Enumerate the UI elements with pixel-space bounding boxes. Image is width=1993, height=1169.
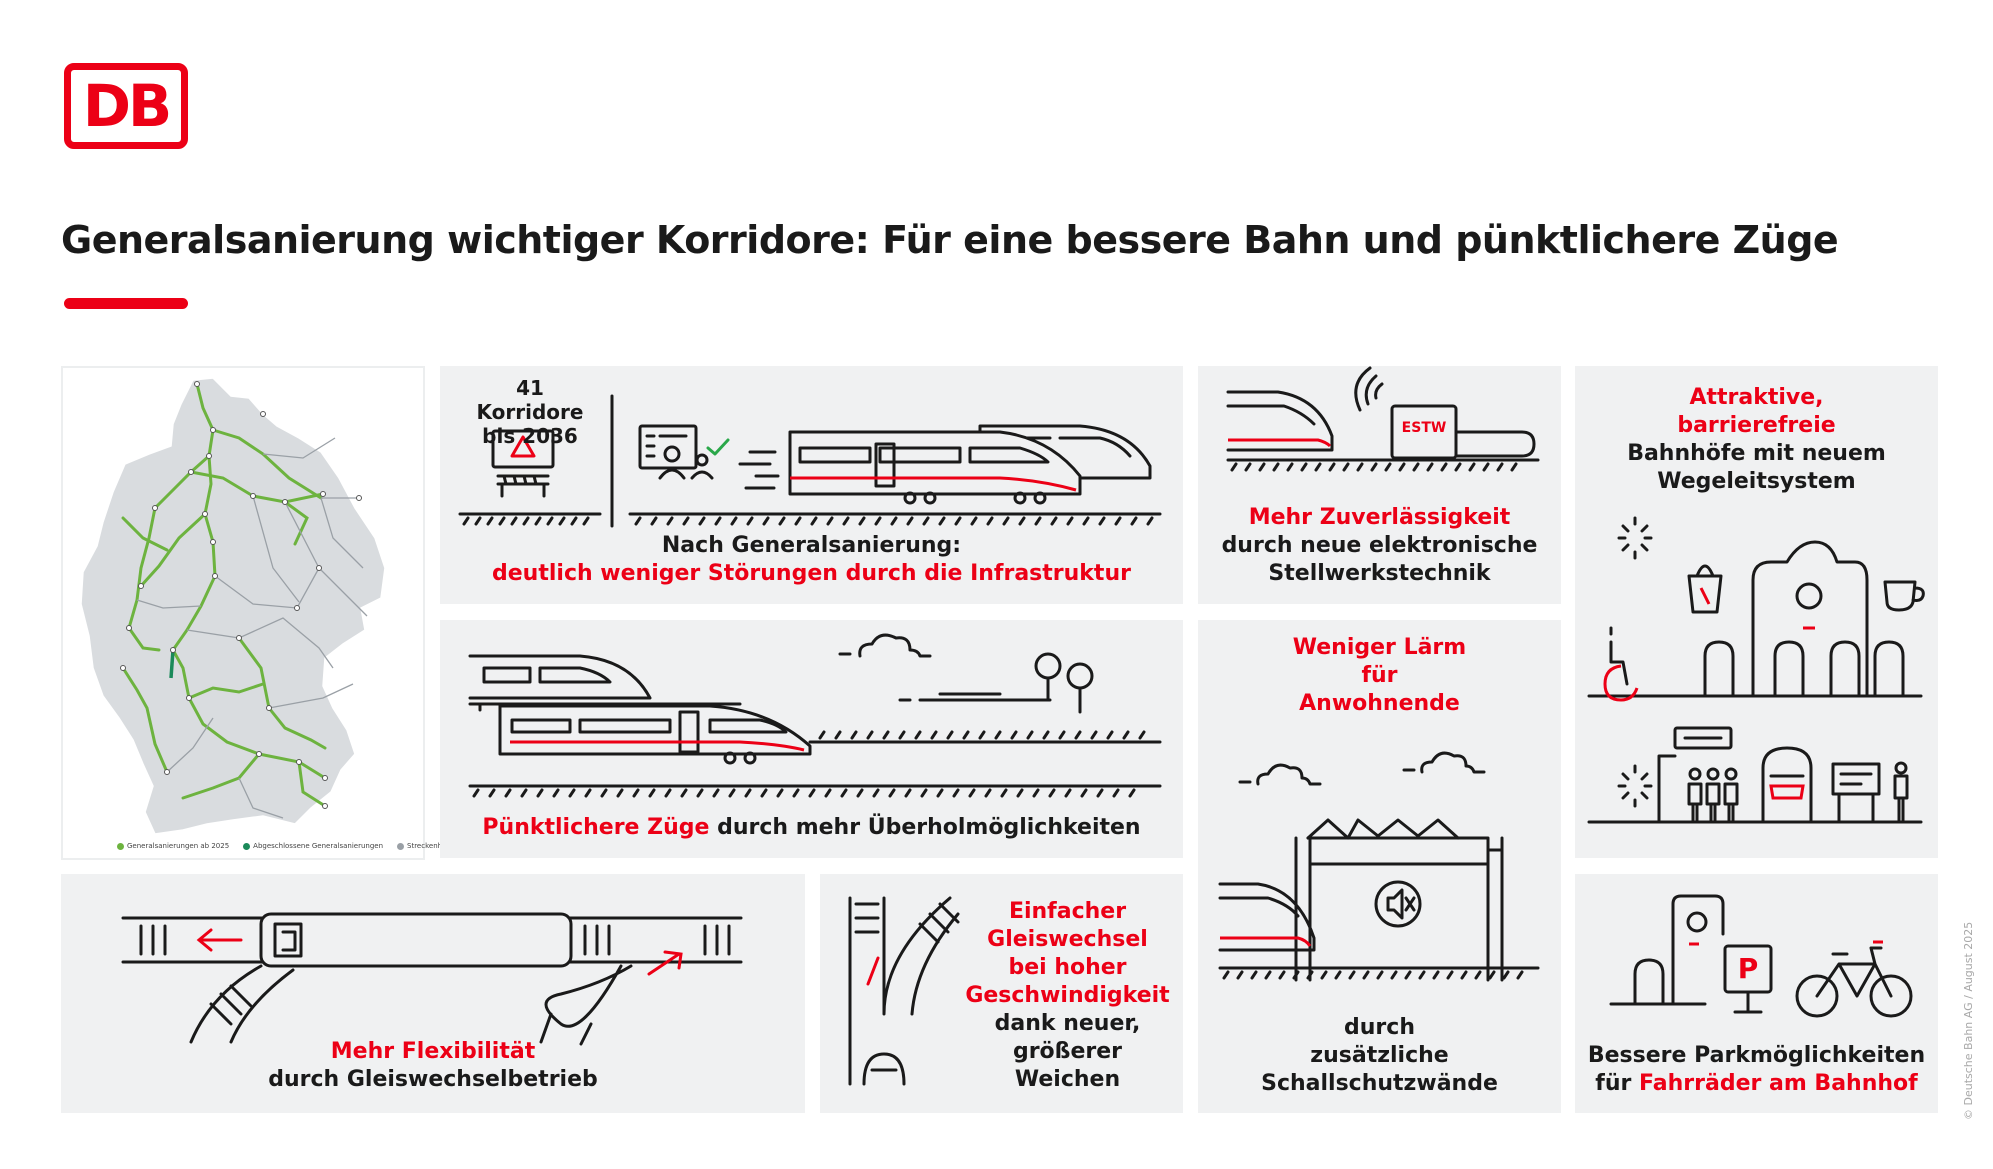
corridor-illustration: [458, 394, 1162, 528]
noise-caption-top: Weniger Lärm für Anwohnende: [1292, 635, 1467, 716]
stations-illustration: [1587, 516, 1925, 824]
panel-noise: Weniger Lärm für Anwohnende durch zusätz…: [1198, 620, 1561, 1113]
panel-corridors: 41 Korridore bis 2036 Nach Generalsanier…: [440, 366, 1183, 604]
parking-caption: Bessere Parkmöglichkeiten für Fahrräder …: [1587, 1043, 1926, 1096]
stations-caption: Attraktive, barrierefreie Bahnhöfe mit n…: [1627, 385, 1886, 494]
corridor-count: 41 Korridore bis 2036: [476, 376, 584, 448]
germany-map-graphic: [80, 377, 386, 835]
panel-parking: P Bessere Parkmöglichkeiten für Fahrräde…: [1575, 874, 1938, 1113]
map-legend: Generalsanierungen ab 2025 Abgeschlossen…: [117, 842, 464, 850]
reliability-illustration: [1226, 366, 1540, 472]
overtaking-caption: Pünktlichere Züge durch mehr Überholmögl…: [482, 815, 1141, 840]
copyright-note: © Deutsche Bahn AG / August 2025: [1962, 921, 1975, 1120]
switches-illustration: [848, 896, 960, 1086]
overtaking-illustration: [468, 633, 1162, 798]
switches-caption: Einfacher Gleiswechsel bei hoher Geschwi…: [965, 899, 1170, 1092]
title-underline: [64, 298, 188, 309]
panel-overtaking: Pünktlichere Züge durch mehr Überholmögl…: [440, 620, 1183, 858]
panel-switches: Einfacher Gleiswechsel bei hoher Geschwi…: [820, 874, 1183, 1113]
noise-illustration: [1218, 751, 1540, 982]
germany-corridor-map: Generalsanierungen ab 2025 Abgeschlossen…: [61, 366, 464, 860]
estw-badge: ESTW: [1401, 420, 1447, 436]
legend-item-green: Generalsanierungen ab 2025: [117, 842, 229, 850]
noise-caption-bottom: durch zusätzliche Schallschutzwände: [1261, 1015, 1498, 1096]
flexibility-illustration: [121, 912, 743, 1046]
legend-item-darkgreen: Abgeschlossene Generalsanierungen: [243, 842, 383, 850]
legend-item-grey: Streckenhaltung: [397, 842, 464, 850]
corridor-caption: Nach Generalsanierung: deutlich weniger …: [492, 533, 1131, 586]
db-logo-text: DB: [82, 72, 172, 140]
panel-flexibility: Mehr Flexibilität durch Gleiswechselbetr…: [61, 874, 805, 1113]
reliability-caption: Mehr Zuverlässigkeit durch neue elektron…: [1221, 505, 1538, 586]
parking-illustration: [1609, 894, 1913, 1018]
panel-stations: Attraktive, barrierefreie Bahnhöfe mit n…: [1575, 366, 1938, 858]
db-logo: DB: [64, 63, 188, 149]
panel-reliability: ESTW Mehr Zuverlässigkeit durch neue ele…: [1198, 366, 1561, 604]
parking-sign-icon: P: [1737, 952, 1759, 985]
flexibility-caption: Mehr Flexibilität durch Gleiswechselbetr…: [268, 1039, 598, 1092]
page-title: Generalsanierung wichtiger Korridore: Fü…: [61, 218, 1839, 262]
